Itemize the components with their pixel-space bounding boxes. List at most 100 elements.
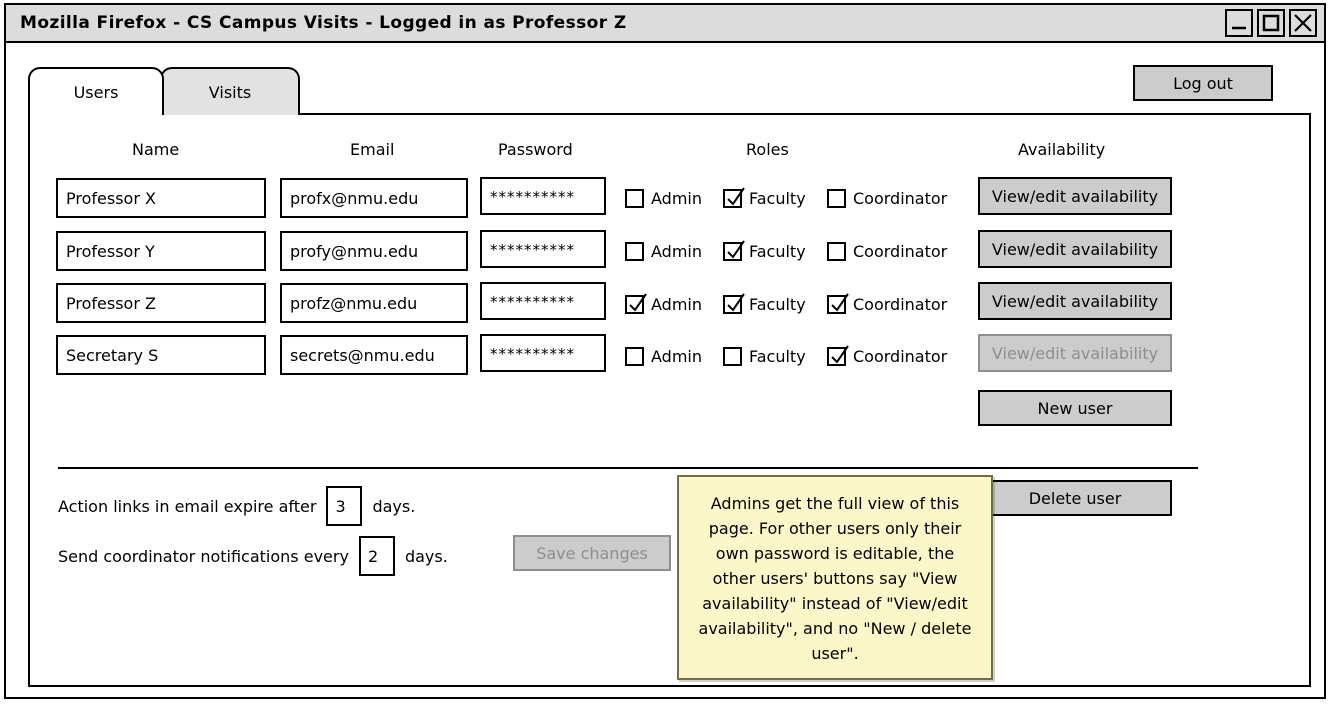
checkbox-coordinator[interactable]: Coordinator: [827, 345, 948, 366]
maximize-icon: [1259, 11, 1283, 35]
check-icon: [629, 293, 647, 312]
logout-label: Log out: [1173, 73, 1233, 93]
column-header-password: Password: [498, 140, 573, 159]
checkbox-box: [625, 242, 644, 261]
notifications-prefix-label: Send coordinator notifications every: [58, 546, 349, 566]
checkbox-admin[interactable]: Admin: [625, 293, 702, 314]
checkbox-box: [723, 240, 745, 261]
name-input[interactable]: Professor Z: [56, 283, 266, 323]
browser-window: Mozilla Firefox - CS Campus Visits - Log…: [4, 3, 1326, 699]
section-divider: [58, 467, 1198, 469]
tab-visits-label: Visits: [208, 82, 252, 102]
check-icon: [727, 187, 745, 206]
users-panel: Name Email Password Roles Availability P…: [28, 113, 1311, 687]
view-edit-availability-button[interactable]: View/edit availability: [978, 230, 1172, 268]
column-header-name: Name: [132, 140, 180, 159]
checkbox-box: [723, 347, 742, 366]
close-button[interactable]: [1289, 9, 1317, 37]
email-input[interactable]: profy@nmu.edu: [280, 231, 468, 271]
checkbox-label-coordinator: Coordinator: [853, 347, 948, 366]
notifications-setting-row: Send coordinator notifications every 2 d…: [58, 536, 448, 576]
delete-user-label: Delete user: [1028, 488, 1122, 508]
minimize-button[interactable]: [1225, 9, 1253, 37]
checkbox-box: [625, 189, 644, 208]
column-header-email: Email: [350, 140, 395, 159]
email-input[interactable]: profx@nmu.edu: [280, 178, 468, 218]
new-user-button[interactable]: New user: [978, 390, 1172, 426]
logout-button[interactable]: Log out: [1133, 65, 1273, 101]
delete-user-button[interactable]: Delete user: [978, 480, 1172, 516]
column-header-availability: Availability: [1018, 140, 1106, 159]
save-changes-button: Save changes: [513, 535, 671, 571]
password-input[interactable]: **********: [480, 282, 606, 320]
checkbox-label-faculty: Faculty: [749, 347, 806, 366]
checkbox-box: [827, 293, 849, 314]
maximize-button[interactable]: [1257, 9, 1285, 37]
checkbox-faculty[interactable]: Faculty: [723, 293, 806, 314]
availability-label: View/edit availability: [991, 239, 1159, 259]
notifications-suffix-label: days.: [404, 546, 448, 566]
tab-visits[interactable]: Visits: [160, 67, 300, 115]
tab-users-label: Users: [73, 82, 119, 102]
password-input[interactable]: **********: [480, 230, 606, 268]
checkbox-coordinator[interactable]: Coordinator: [827, 293, 948, 314]
checkbox-box: [827, 242, 846, 261]
check-icon: [831, 293, 849, 312]
tab-users[interactable]: Users: [28, 67, 164, 115]
checkbox-box: [723, 293, 745, 314]
checkbox-label-coordinator: Coordinator: [853, 295, 948, 314]
title-bar: Mozilla Firefox - CS Campus Visits - Log…: [6, 5, 1324, 43]
checkbox-faculty[interactable]: Faculty: [723, 240, 806, 261]
notifications-days-input[interactable]: 2: [358, 536, 395, 576]
name-input[interactable]: Secretary S: [56, 335, 266, 375]
save-changes-label: Save changes: [536, 543, 648, 563]
checkbox-label-faculty: Faculty: [749, 295, 806, 314]
checkbox-coordinator[interactable]: Coordinator: [827, 189, 947, 208]
checkbox-faculty[interactable]: Faculty: [723, 187, 806, 208]
view-edit-availability-button-disabled: View/edit availability: [978, 334, 1172, 372]
name-input[interactable]: Professor Y: [56, 231, 266, 271]
checkbox-box: [827, 189, 846, 208]
email-input[interactable]: secrets@nmu.edu: [280, 335, 468, 375]
checkbox-label-admin: Admin: [651, 242, 702, 261]
checkbox-label-admin: Admin: [651, 295, 702, 314]
checkbox-label-admin: Admin: [651, 347, 702, 366]
minimize-icon: [1227, 11, 1251, 35]
checkbox-label-admin: Admin: [651, 189, 702, 208]
checkbox-admin[interactable]: Admin: [625, 347, 702, 366]
sticky-note: Admins get the full view of this page. F…: [677, 475, 993, 680]
close-icon: [1291, 11, 1315, 35]
checkbox-admin[interactable]: Admin: [625, 242, 702, 261]
checkbox-box: [625, 347, 644, 366]
sticky-note-text: Admins get the full view of this page. F…: [698, 494, 972, 663]
expiry-prefix-label: Action links in email expire after: [58, 496, 317, 516]
password-input[interactable]: **********: [480, 334, 606, 372]
window-controls: [1225, 9, 1317, 37]
checkbox-coordinator[interactable]: Coordinator: [827, 242, 947, 261]
checkbox-admin[interactable]: Admin: [625, 189, 702, 208]
checkbox-label-faculty: Faculty: [749, 242, 806, 261]
checkbox-box: [827, 345, 849, 366]
checkbox-box: [723, 187, 745, 208]
view-edit-availability-button[interactable]: View/edit availability: [978, 282, 1172, 320]
checkbox-label-coordinator: Coordinator: [853, 189, 948, 208]
expiry-suffix-label: days.: [372, 496, 416, 516]
check-icon: [727, 240, 745, 259]
checkbox-label-coordinator: Coordinator: [853, 242, 948, 261]
active-tab-merge: [30, 113, 162, 119]
password-input[interactable]: **********: [480, 177, 606, 215]
check-icon: [727, 293, 745, 312]
availability-label: View/edit availability: [991, 186, 1159, 206]
name-input[interactable]: Professor X: [56, 178, 266, 218]
new-user-label: New user: [1037, 398, 1113, 418]
checkbox-label-faculty: Faculty: [749, 189, 806, 208]
window-title: Mozilla Firefox - CS Campus Visits - Log…: [20, 13, 627, 33]
availability-label: View/edit availability: [991, 291, 1159, 311]
email-input[interactable]: profz@nmu.edu: [280, 283, 468, 323]
view-edit-availability-button[interactable]: View/edit availability: [978, 177, 1172, 215]
availability-label: View/edit availability: [991, 343, 1159, 363]
expiry-days-input[interactable]: 3: [326, 486, 363, 526]
expiry-setting-row: Action links in email expire after 3 day…: [58, 486, 415, 526]
checkbox-faculty[interactable]: Faculty: [723, 347, 806, 366]
